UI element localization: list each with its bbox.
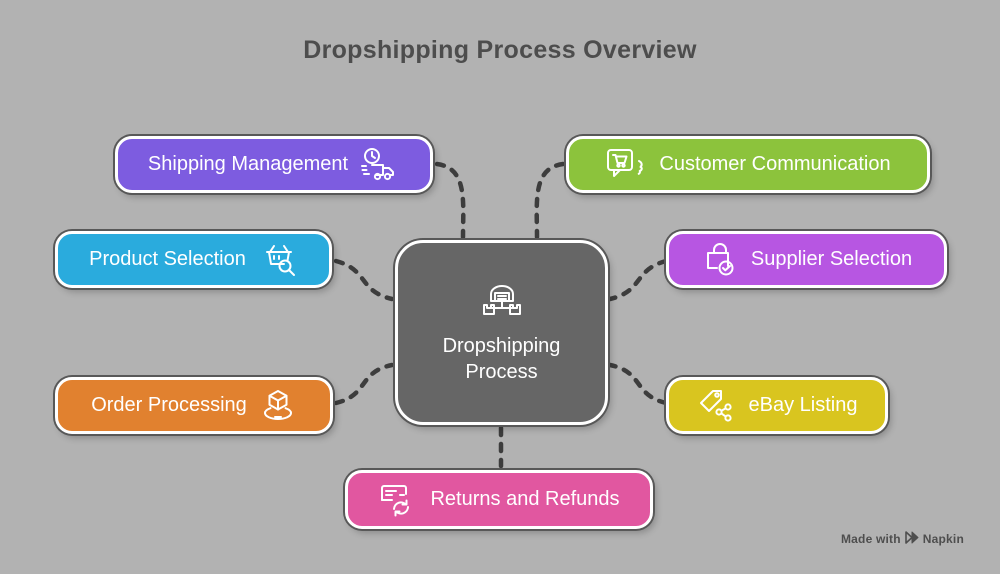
node-label: Shipping Management	[147, 153, 349, 175]
node-label: Customer Communication	[659, 153, 891, 175]
bag-check-icon	[701, 241, 739, 279]
connector-ebay-listing	[607, 362, 669, 406]
watermark-prefix: Made with	[840, 532, 901, 546]
watermark: Made with Napkin	[841, 531, 964, 547]
page-title: Dropshipping Process Overview	[303, 36, 697, 64]
node-label: eBay Listing	[748, 394, 858, 416]
connector-shipping-management	[434, 161, 466, 240]
warehouse-distribution-icon	[479, 281, 525, 325]
node-shipping-management[interactable]: Shipping Management	[115, 136, 433, 193]
node-ebay-listing[interactable]: eBay Listing	[666, 377, 888, 434]
node-returns-and-refunds[interactable]: Returns and Refunds	[345, 470, 653, 529]
watermark-brand: Napkin	[922, 532, 964, 546]
chat-cart-icon	[605, 147, 647, 183]
truck-clock-icon	[360, 147, 400, 183]
node-label: Supplier Selection	[750, 248, 913, 270]
node-label: Product Selection	[89, 248, 246, 270]
node-label: Returns and Refunds	[430, 488, 620, 510]
node-dropshipping-process[interactable]: Dropshipping Process	[395, 240, 608, 425]
node-label: Order Processing	[91, 394, 247, 416]
connector-product-selection	[333, 258, 395, 302]
connector-customer-communication	[534, 161, 566, 240]
card-refresh-icon	[378, 482, 418, 518]
node-customer-communication[interactable]: Customer Communication	[566, 136, 930, 193]
node-label: Dropshipping Process	[442, 334, 561, 383]
basket-search-icon	[258, 242, 298, 278]
node-supplier-selection[interactable]: Supplier Selection	[666, 231, 947, 288]
tag-network-icon	[697, 387, 737, 425]
connector-order-processing	[333, 362, 395, 406]
node-product-selection[interactable]: Product Selection	[55, 231, 332, 288]
node-order-processing[interactable]: Order Processing	[55, 377, 333, 434]
napkin-logo-icon	[904, 531, 919, 547]
connector-supplier-selection	[607, 258, 669, 302]
package-icon	[259, 387, 297, 425]
